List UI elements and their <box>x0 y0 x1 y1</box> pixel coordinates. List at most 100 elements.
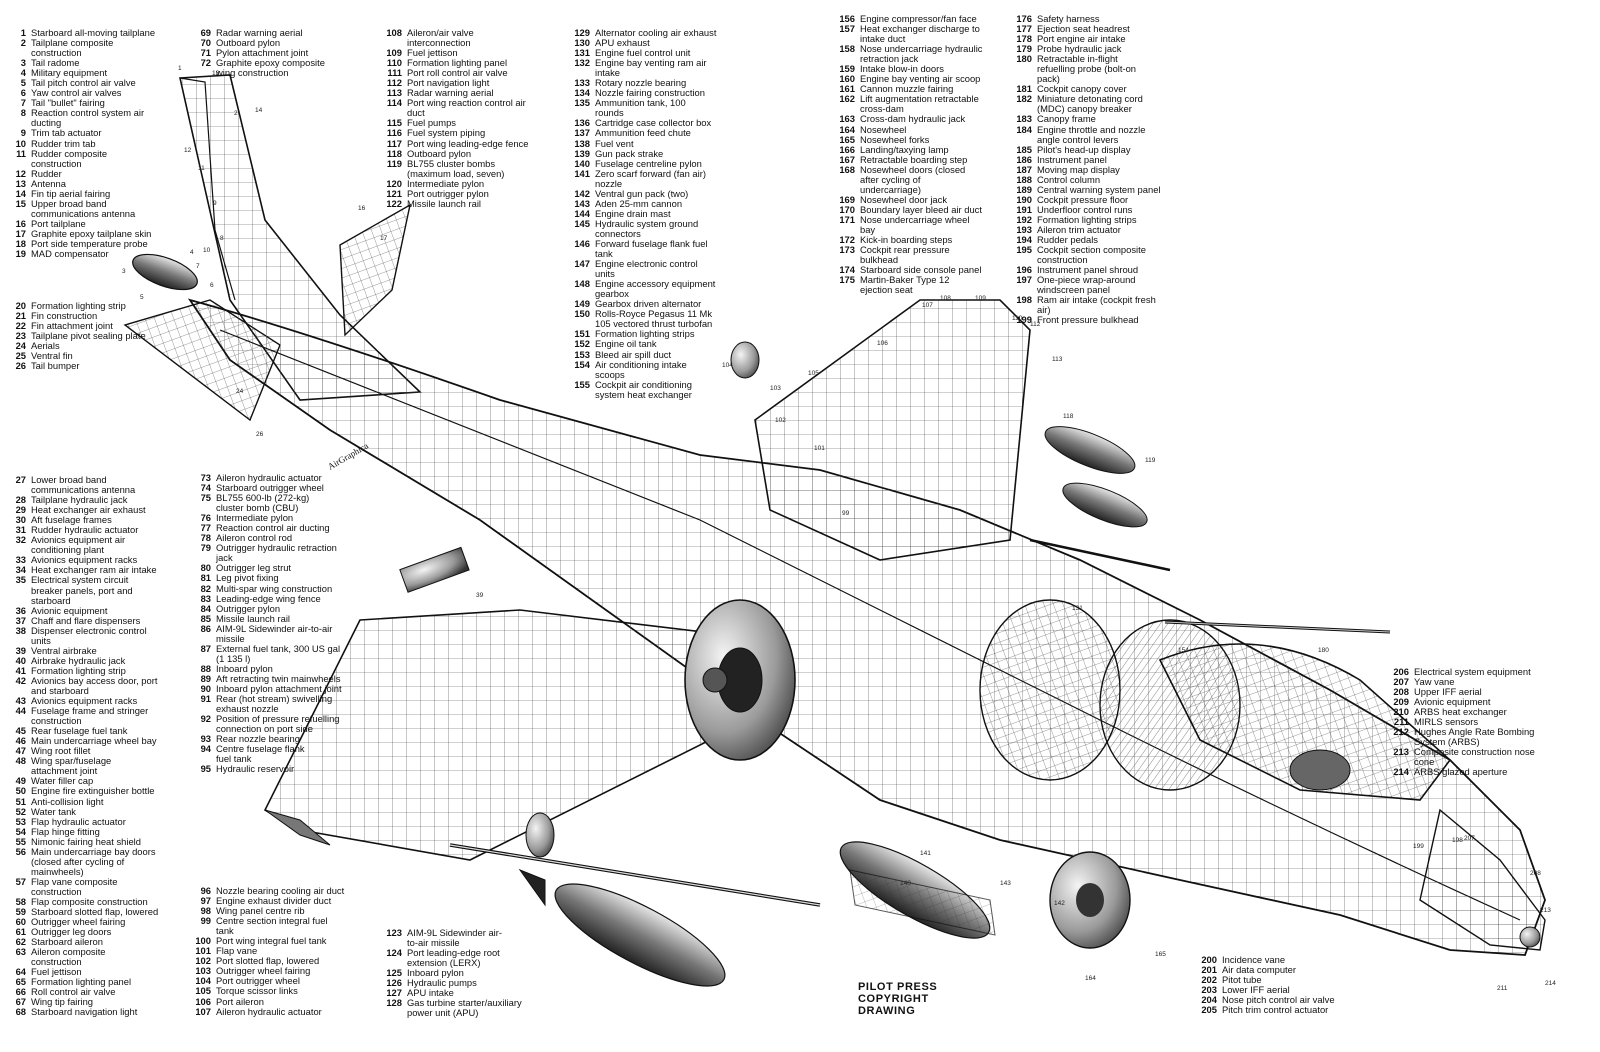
legend-item-number: 156 <box>839 13 855 24</box>
legend-item-number: 144 <box>574 207 590 219</box>
legend-item: angle control levers <box>1010 134 1161 145</box>
legend-item: jack <box>189 553 342 563</box>
legend-item: tank <box>568 248 716 259</box>
legend-item-number: 158 <box>839 43 855 55</box>
legend-item-label: APU intake <box>407 987 454 999</box>
legend-item-label: ejection seat <box>860 284 913 296</box>
legend-item-label: Landing/taxying lamp <box>860 143 949 155</box>
legend-item-label: Boundary layer bleed air duct <box>860 203 982 215</box>
legend-item-number: 80 <box>200 562 211 574</box>
legend-item-label: Port slotted flap, lowered <box>216 955 320 967</box>
legend-item-number: 102 <box>195 955 211 967</box>
legend-item-label: Yaw control air valves <box>31 87 122 99</box>
legend-item: cross-dam <box>833 104 982 114</box>
legend-item-number: 189 <box>1016 183 1032 195</box>
legend-item-number: 120 <box>386 177 402 189</box>
legend-item-number: 81 <box>200 572 211 584</box>
legend-item-label: Port wing leading-edge fence <box>407 137 529 149</box>
legend-item-label: bay <box>860 223 876 235</box>
legend-item-label: Gas turbine starter/auxiliary <box>407 997 522 1009</box>
legend-item-label: windscreen panel <box>1037 284 1110 296</box>
legend-item: duct <box>380 108 528 118</box>
legend-item-number: 103 <box>195 965 211 977</box>
legend-item-label: Airbrake hydraulic jack <box>31 654 126 666</box>
legend-item-number: 185 <box>1016 143 1032 155</box>
legend-item-number: 18 <box>15 237 26 249</box>
legend-item-number: 73 <box>200 472 211 483</box>
legend-item-label: Upper IFF aerial <box>1414 686 1482 698</box>
callout-label: 109 <box>975 295 986 302</box>
legend-item-number: 13 <box>15 177 26 189</box>
legend-item-number: 142 <box>574 187 590 199</box>
callout-label: 99 <box>842 510 850 517</box>
legend-item-label: Nosewheel forks <box>860 133 930 145</box>
legend-item-number: 87 <box>200 642 211 654</box>
legend-item-number: 169 <box>839 193 855 205</box>
legend-item-number: 69 <box>200 27 211 38</box>
legend-item-number: 146 <box>574 237 590 249</box>
callout-label: 3 <box>122 268 126 275</box>
legend-item-label: Port engine air intake <box>1037 33 1126 45</box>
legend-item-label: Wing tip fairing <box>31 996 94 1008</box>
legend-item-label: System (ARBS) <box>1414 736 1480 748</box>
legend-item-number: 30 <box>15 514 26 526</box>
legend-item-label: Aileron composite <box>31 946 106 958</box>
legend-item-number: 71 <box>200 47 211 59</box>
legend-item-label: Radar warning aerial <box>407 87 494 99</box>
legend-item: cluster bomb (CBU) <box>189 503 342 513</box>
legend-item-number: 39 <box>15 644 26 656</box>
legend-item-number: 83 <box>200 592 211 604</box>
legend-item-label: after cycling of <box>860 173 921 185</box>
legend-item-number: 180 <box>1016 53 1032 65</box>
legend-item-label: intake <box>595 67 621 79</box>
legend-item-label: construction <box>31 157 82 169</box>
legend-item-label: Aileron hydraulic actuator <box>216 1005 322 1017</box>
legend-item: bulkhead <box>833 255 982 265</box>
legend-item-label: Rolls-Royce Pegasus 11 Mk <box>595 308 713 320</box>
legend-item-label: Main undercarriage bay doors <box>31 845 156 857</box>
legend-item-number: 63 <box>15 946 26 958</box>
legend-item-number: 131 <box>574 47 590 59</box>
legend-item-label: cross-dam <box>860 103 904 115</box>
legend-item-number: 33 <box>15 554 26 566</box>
legend-item-number: 148 <box>574 278 590 290</box>
callout-label: 9 <box>213 200 217 207</box>
callout-label: 26 <box>256 431 264 438</box>
legend-item-number: 48 <box>15 755 26 767</box>
legend-item-label: (maximum load, seven) <box>407 167 505 179</box>
legend-item-label: Cockpit pressure floor <box>1037 193 1129 205</box>
legend-item-label: Heat exchanger ram air intake <box>31 564 157 576</box>
